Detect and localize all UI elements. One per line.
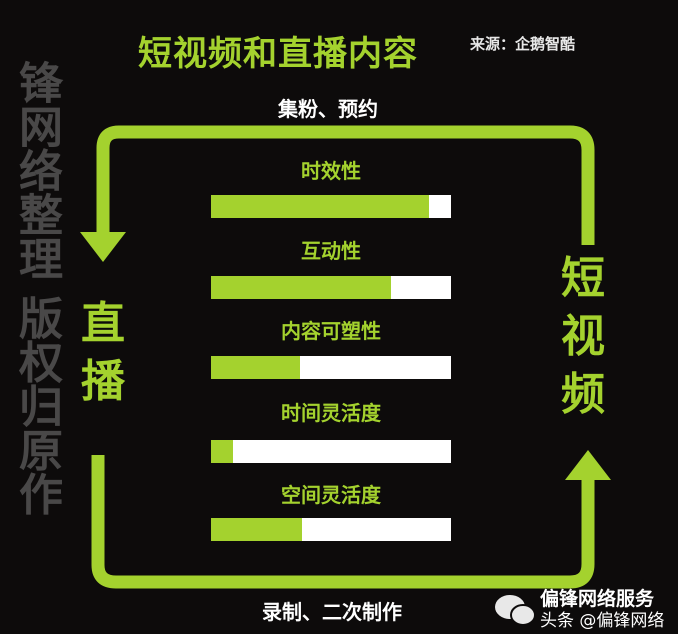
live-label: 直播: [81, 298, 125, 407]
short-video-label: 短视频: [561, 253, 605, 420]
metric-label: 内容可塑性: [281, 319, 381, 343]
metric-label: 空间灵活度: [281, 483, 381, 507]
metric-bar: [211, 276, 451, 299]
bottom-label: 录制、二次制作: [262, 600, 402, 624]
metric-label: 互动性: [301, 239, 361, 263]
metric-bar: [211, 356, 451, 379]
metric-bar-fill: [211, 440, 233, 463]
metric-label: 时效性: [301, 159, 361, 183]
metric-bar: [211, 518, 451, 541]
metric-bar-fill: [211, 356, 300, 379]
top-loop-path: [96, 125, 595, 245]
up-arrow-icon: [565, 450, 611, 480]
account-watermark: 偏锋网络服务: [540, 588, 655, 610]
bottom-loop-path: [91, 455, 595, 589]
down-arrow-icon: [80, 232, 126, 262]
metric-bar-fill: [211, 276, 391, 299]
metric-bar: [211, 195, 451, 218]
diagonal-watermark: 锋网络整理 版权归原作: [11, 60, 62, 516]
source-note: 来源：企鹅智酷: [470, 35, 576, 53]
metric-bar-fill: [211, 518, 303, 541]
wechat-icon: [495, 595, 536, 626]
metric-bar: [211, 440, 451, 463]
top-label: 集粉、预约: [278, 97, 378, 121]
metric-label: 时间灵活度: [281, 401, 381, 425]
page-title: 短视频和直播内容: [138, 34, 418, 74]
metric-bar-fill: [211, 195, 430, 218]
platform-watermark: 头条 @偏锋网络: [540, 611, 665, 631]
